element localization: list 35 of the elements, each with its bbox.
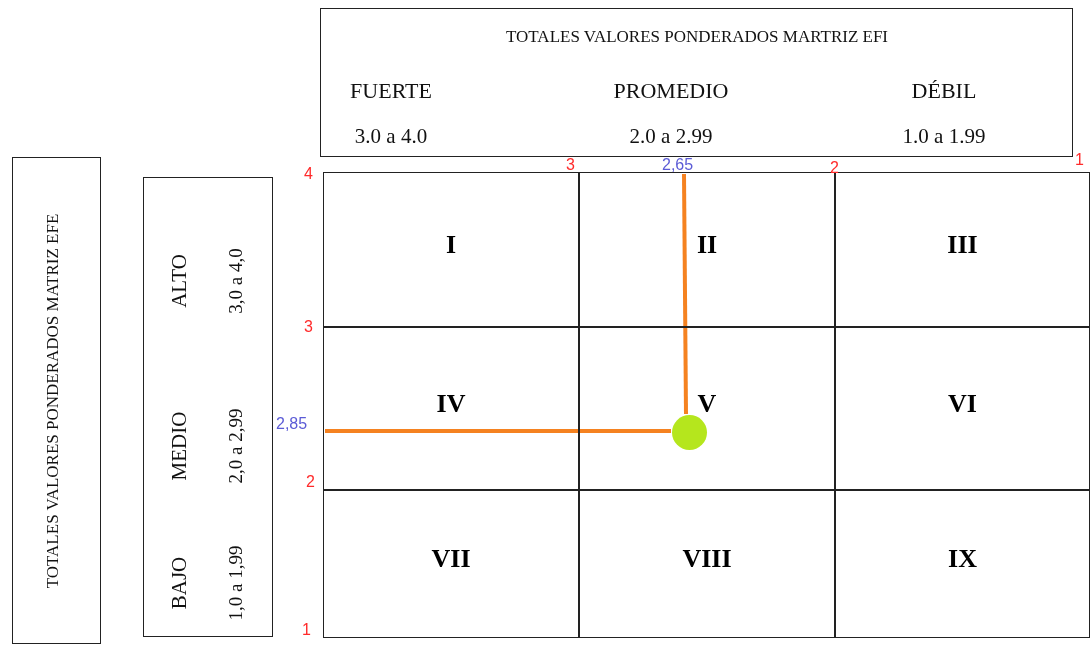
- axis-value: 2,65: [662, 157, 694, 173]
- category-label: MEDIO: [166, 411, 192, 481]
- axis-value: 2,85: [276, 416, 308, 432]
- scale-number: 3: [304, 319, 313, 335]
- range-label: 2.0 a 2.99: [629, 123, 713, 149]
- range-label: 1.0 a 1.99: [902, 123, 986, 149]
- scale-number: 3: [566, 157, 575, 173]
- scale-number: 1: [1075, 152, 1084, 168]
- category-label: FUERTE: [350, 78, 432, 104]
- matrix-cell: VI: [835, 327, 1090, 490]
- scale-number: 2: [306, 474, 315, 490]
- scale-number: 4: [304, 166, 313, 182]
- matrix-cell: V: [579, 327, 835, 490]
- matrix-cell: II: [579, 172, 835, 327]
- matrix-cell: I: [323, 172, 579, 327]
- range-label: 3.0 a 4.0: [354, 123, 428, 149]
- range-label: 1,0 a 1,99: [225, 545, 247, 621]
- category-label: ALTO: [166, 254, 192, 308]
- matrix-cell: VIII: [579, 490, 835, 638]
- axis-title: TOTALES VALORES PONDERADOS MATRIZ EFE: [43, 213, 63, 589]
- matrix-cell: IV: [323, 327, 579, 490]
- position-dot: [672, 415, 707, 450]
- axis-title-box: [12, 157, 101, 644]
- matrix-cell: VII: [323, 490, 579, 638]
- scale-number: 1: [302, 622, 311, 638]
- matrix-cell: IX: [835, 490, 1090, 638]
- category-label: PROMEDIO: [613, 78, 729, 104]
- header-box: [320, 8, 1073, 157]
- matrix-cell: III: [835, 172, 1090, 327]
- axis-title: TOTALES VALORES PONDERADOS MARTRIZ EFI: [506, 27, 888, 47]
- range-label: 3,0 a 4,0: [225, 248, 247, 314]
- axis-range-box: [143, 177, 273, 637]
- category-label: BAJO: [166, 556, 192, 610]
- range-label: 2,0 a 2,99: [225, 408, 247, 484]
- category-label: DÉBIL: [911, 78, 977, 104]
